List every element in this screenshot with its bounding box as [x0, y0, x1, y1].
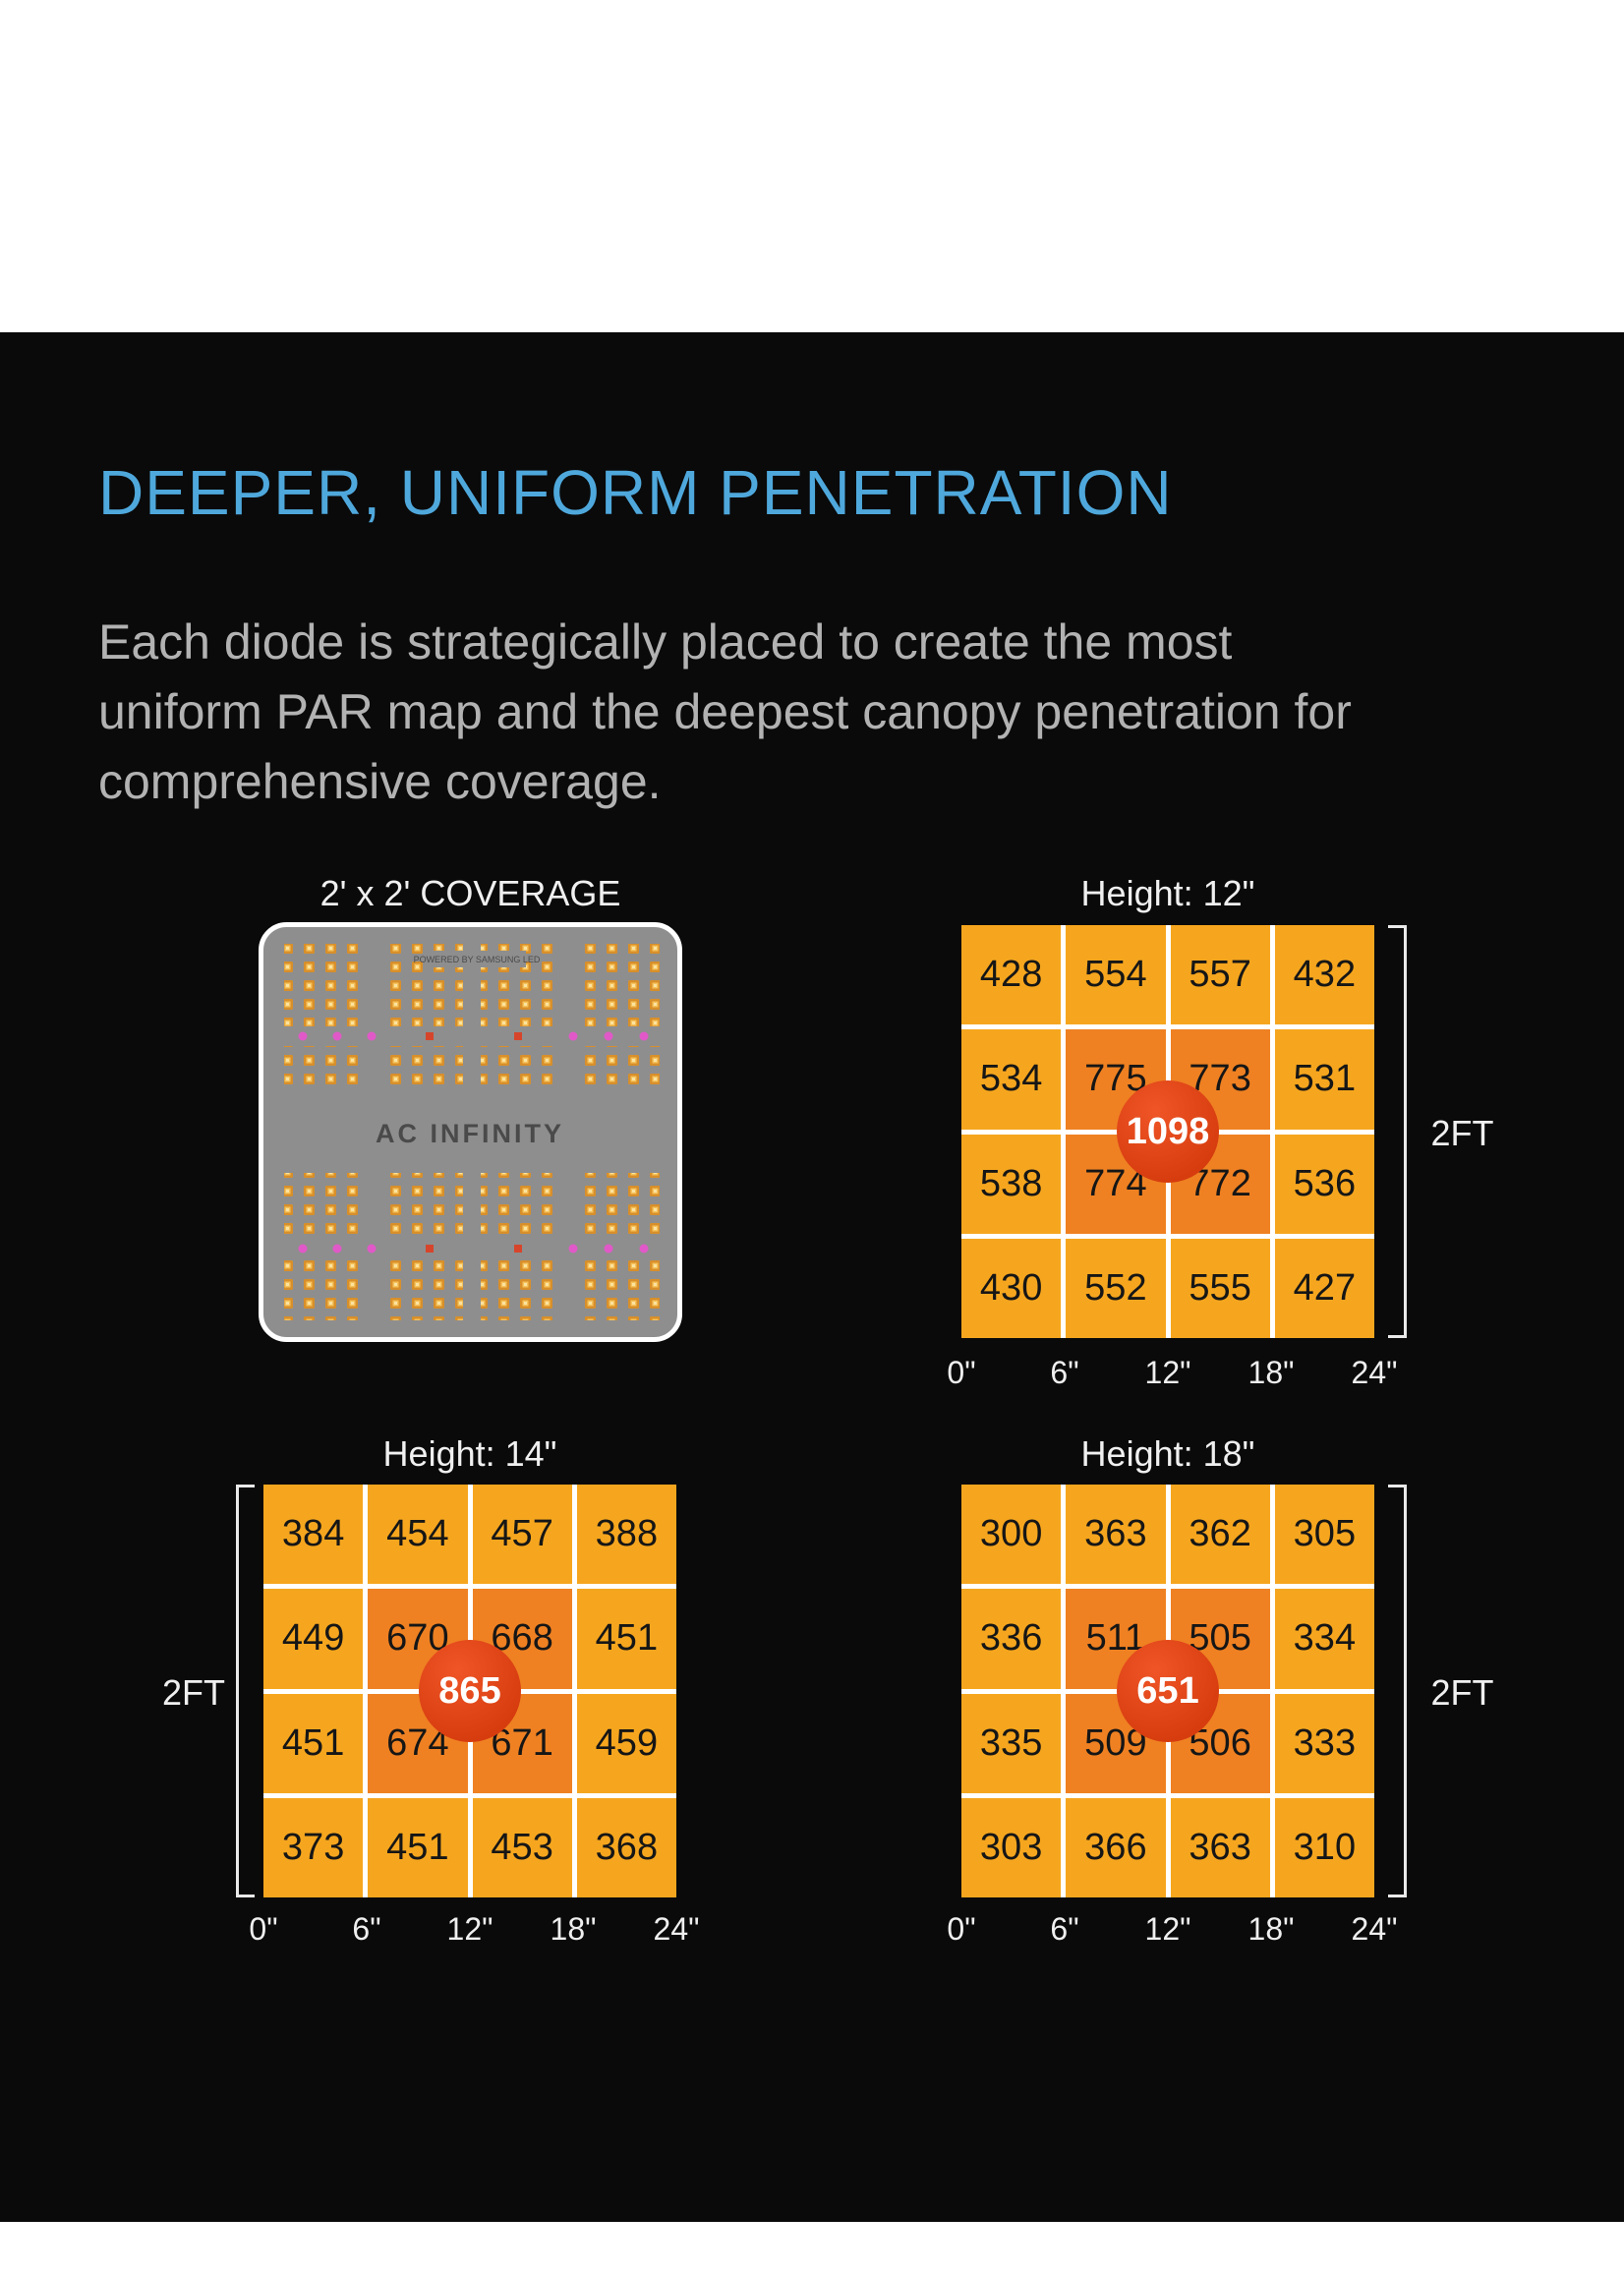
led-board-svg: POWERED BY SAMSUNG LED AC INFINITY: [259, 922, 682, 1342]
x-axis-18in: 0" 6" 12" 18" 24": [947, 1911, 1397, 1953]
uv-ir-diodes: [298, 1031, 649, 1254]
par-cell: 451: [263, 1693, 364, 1793]
par-cell: 363: [1066, 1485, 1166, 1585]
par-cell: 336: [961, 1589, 1062, 1689]
peak-ppfd-circle: 1098: [1117, 1080, 1219, 1183]
par-cell: 428: [961, 925, 1062, 1025]
peak-ppfd-value: 651: [1136, 1669, 1199, 1712]
x-axis-12in: 0" 6" 12" 18" 24": [947, 1355, 1397, 1396]
par-cell: 454: [368, 1485, 468, 1585]
axis-tick: 18": [550, 1911, 597, 1947]
par-cell: 457: [472, 1485, 572, 1585]
peak-ppfd-circle: 651: [1117, 1640, 1219, 1742]
par-cell: 451: [368, 1797, 468, 1897]
par-cell: 334: [1274, 1589, 1374, 1689]
par-cell: 427: [1274, 1238, 1374, 1338]
x-axis-14in: 0" 6" 12" 18" 24": [249, 1911, 699, 1953]
par-cell: 335: [961, 1693, 1062, 1793]
par-cell: 531: [1274, 1029, 1374, 1130]
par-cell: 384: [263, 1485, 364, 1585]
axis-tick: 6": [352, 1911, 381, 1947]
par-cell: 366: [1066, 1797, 1166, 1897]
coverage-depth-label-14in: 2FT: [161, 1672, 225, 1713]
par-map-18in: 300 363 362 305 336 511 505 334 335 509 …: [961, 1485, 1374, 1897]
axis-tick: 0": [947, 1355, 976, 1390]
height-bracket-14in: [236, 1485, 255, 1897]
par-cell: 388: [576, 1485, 676, 1585]
par-cell: 368: [576, 1797, 676, 1897]
par-cell: 432: [1274, 925, 1374, 1025]
page-title: DEEPER, UNIFORM PENETRATION: [98, 457, 1173, 528]
par-cell: 453: [472, 1797, 572, 1897]
par-cell: 554: [1066, 925, 1166, 1025]
led-board-illustration: POWERED BY SAMSUNG LED AC INFINITY: [259, 922, 682, 1342]
par-cell: 303: [961, 1797, 1062, 1897]
par-cell: 555: [1170, 1238, 1270, 1338]
par-map-12in: 428 554 557 432 534 775 773 531 538 774 …: [961, 925, 1374, 1338]
height-bracket-18in: [1388, 1485, 1407, 1897]
par-grid-12in: 428 554 557 432 534 775 773 531 538 774 …: [961, 925, 1374, 1338]
axis-tick: 24": [1351, 1911, 1398, 1947]
par-cell: 552: [1066, 1238, 1166, 1338]
par-cell: 305: [1274, 1485, 1374, 1585]
par-cell: 459: [576, 1693, 676, 1793]
par-cell: 506: [1170, 1693, 1270, 1793]
axis-tick: 18": [1247, 1911, 1295, 1947]
page-description: Each diode is strategically placed to cr…: [98, 614, 1352, 809]
axis-tick: 12": [1144, 1355, 1191, 1390]
axis-tick: 6": [1050, 1355, 1079, 1390]
par-map-title-14in: Height: 14": [382, 1433, 557, 1474]
axis-tick: 24": [653, 1911, 700, 1947]
coverage-depth-label-18in: 2FT: [1430, 1672, 1494, 1713]
board-body: [259, 922, 682, 1342]
powered-by-plate: [428, 951, 526, 967]
powered-by-text: POWERED BY SAMSUNG LED: [414, 955, 541, 964]
axis-tick: 0": [249, 1911, 278, 1947]
par-cell: 451: [576, 1589, 676, 1689]
par-cell: 536: [1274, 1134, 1374, 1234]
axis-tick: 6": [1050, 1911, 1079, 1947]
par-cell: 538: [961, 1134, 1062, 1234]
peak-ppfd-value: 1098: [1126, 1110, 1210, 1152]
par-cell: 300: [961, 1485, 1062, 1585]
coverage-depth-label-12in: 2FT: [1430, 1113, 1494, 1153]
peak-ppfd-circle: 865: [419, 1640, 521, 1742]
board-panel-title: 2' x 2' COVERAGE: [319, 873, 621, 913]
par-cell: 449: [263, 1589, 364, 1689]
par-cell: 534: [961, 1029, 1062, 1130]
par-cell: 363: [1170, 1797, 1270, 1897]
axis-tick: 12": [1144, 1911, 1191, 1947]
brand-logo-text: AC INFINITY: [376, 1119, 564, 1148]
axis-tick: 24": [1351, 1355, 1398, 1390]
par-cell: 373: [263, 1797, 364, 1897]
par-cell: 310: [1274, 1797, 1374, 1897]
peak-ppfd-value: 865: [438, 1669, 501, 1712]
axis-tick: 12": [446, 1911, 493, 1947]
par-map-title-12in: Height: 12": [1080, 873, 1255, 913]
par-cell: 430: [961, 1238, 1062, 1338]
height-bracket-12in: [1388, 925, 1407, 1338]
par-cell: 333: [1274, 1693, 1374, 1793]
par-cell: 362: [1170, 1485, 1270, 1585]
axis-tick: 18": [1247, 1355, 1295, 1390]
par-cell: 557: [1170, 925, 1270, 1025]
par-map-title-18in: Height: 18": [1080, 1433, 1255, 1474]
par-map-14in: 384 454 457 388 449 670 668 451 451 674 …: [263, 1485, 676, 1897]
axis-tick: 0": [947, 1911, 976, 1947]
